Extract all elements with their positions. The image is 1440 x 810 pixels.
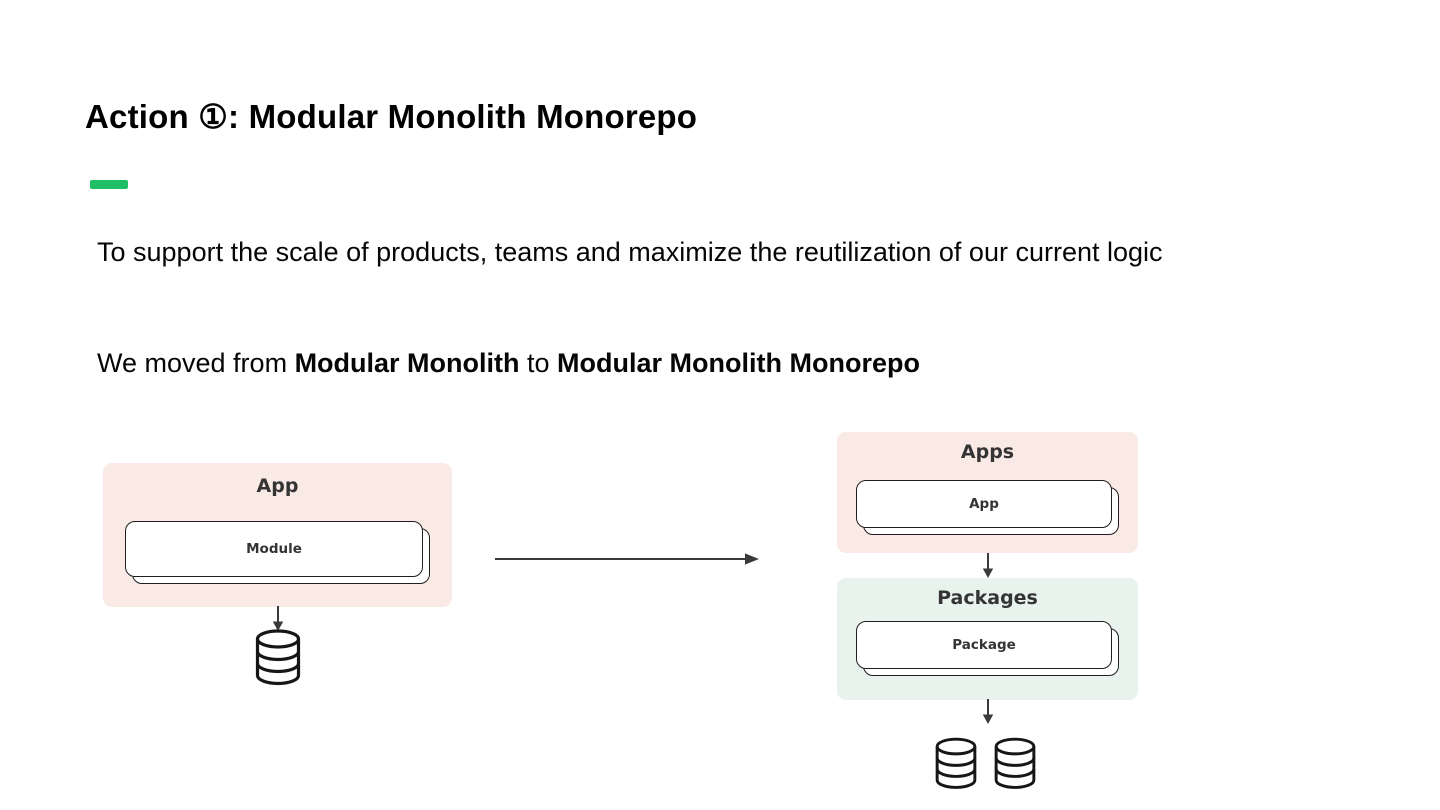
arrow-down-icon (982, 553, 994, 578)
package-card-stack: Package (856, 621, 1120, 677)
app-group-label: App (256, 475, 299, 497)
move-from-term: Modular Monolith (294, 348, 520, 378)
app-card-stack: App (856, 480, 1120, 536)
app-card-label: App (969, 496, 999, 512)
module-card-stack: Module (125, 521, 431, 585)
app-card: App (856, 480, 1112, 528)
arrow-down-icon (982, 699, 994, 724)
move-to-term: Modular Monolith Monorepo (557, 348, 920, 378)
packages-group-label: Packages (937, 587, 1038, 609)
arrow-down-icon (272, 606, 284, 631)
page-title: Action ①: Modular Monolith Monorepo (85, 98, 698, 135)
intro-paragraph: To support the scale of products, teams … (97, 237, 1163, 267)
database-icon (994, 737, 1036, 789)
module-card: Module (125, 521, 423, 577)
database-icon (255, 629, 301, 686)
package-card-label: Package (952, 637, 1016, 653)
module-card-label: Module (246, 541, 302, 557)
move-paragraph: We moved from Modular Monolith to Modula… (97, 348, 920, 379)
move-connector: to (519, 348, 558, 378)
move-prefix: We moved from (97, 348, 295, 378)
database-icon (935, 737, 977, 789)
package-card: Package (856, 621, 1112, 669)
apps-group-label: Apps (960, 441, 1015, 463)
arrow-right-icon (495, 553, 759, 565)
accent-dash (90, 180, 128, 189)
